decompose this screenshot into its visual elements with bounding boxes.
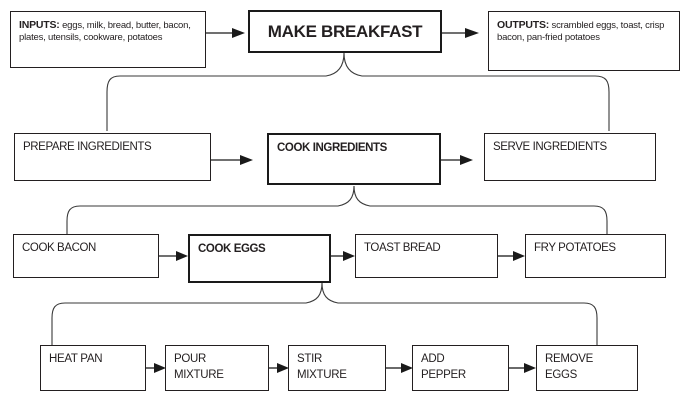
arrow-heat-pan-to-pour-mixture: [146, 363, 166, 373]
outputs-box: OUTPUTS: scrambled eggs, toast, crisp ba…: [488, 11, 680, 71]
pour-mixture-label: POUR MIXTURE: [166, 346, 232, 383]
arrow-make-breakfast-to-outputs: [442, 28, 479, 38]
add-pepper-label: ADD PEPPER: [413, 346, 474, 383]
prepare-ingredients-box[interactable]: PREPARE INGREDIENTS: [14, 133, 211, 181]
remove-eggs-line2: EGGS: [545, 368, 578, 381]
serve-ingredients-label: SERVE INGREDIENTS: [493, 141, 607, 153]
prepare-ingredients-label: PREPARE INGREDIENTS: [23, 141, 152, 153]
stir-mixture-line2: MIXTURE: [297, 368, 347, 381]
cook-bacon-label: COOK BACON: [22, 242, 96, 254]
remove-eggs-line1: REMOVE: [545, 353, 594, 365]
cook-bacon-box[interactable]: COOK BACON: [13, 234, 159, 278]
serve-ingredients-box[interactable]: SERVE INGREDIENTS: [484, 133, 656, 181]
heat-pan-box[interactable]: HEAT PAN: [40, 345, 146, 391]
toast-bread-label: TOAST BREAD: [364, 242, 441, 254]
make-breakfast-box[interactable]: MAKE BREAKFAST: [248, 10, 442, 53]
inputs-box: INPUTS: eggs, milk, bread, butter, bacon…: [10, 11, 206, 68]
pour-mixture-box[interactable]: POUR MIXTURE: [165, 345, 269, 391]
add-pepper-box[interactable]: ADD PEPPER: [412, 345, 509, 391]
cook-eggs-label: COOK EGGS: [198, 243, 266, 255]
heat-pan-label: HEAT PAN: [41, 346, 110, 368]
pour-mixture-line1: POUR: [174, 353, 207, 365]
fry-potatoes-box[interactable]: FRY POTATOES: [525, 234, 666, 278]
arrow-stir-mixture-to-add-pepper: [386, 363, 413, 373]
remove-eggs-label: REMOVE EGGS: [537, 346, 601, 383]
decomposition-brace-cook-ingredients: [66, 185, 608, 234]
outputs-label: OUTPUTS: scrambled eggs, toast, crisp ba…: [489, 12, 679, 44]
stir-mixture-label: STIR MIXTURE: [289, 346, 355, 383]
outputs-heading: OUTPUTS:: [497, 19, 550, 31]
fry-potatoes-label: FRY POTATOES: [534, 242, 616, 254]
add-pepper-line2: PEPPER: [421, 368, 466, 381]
inputs-label: INPUTS: eggs, milk, bread, butter, bacon…: [11, 12, 205, 44]
arrow-cook-bacon-to-cook-eggs: [159, 251, 188, 261]
add-pepper-line1: ADD: [421, 353, 445, 365]
remove-eggs-box[interactable]: REMOVE EGGS: [536, 345, 638, 391]
toast-bread-box[interactable]: TOAST BREAD: [355, 234, 498, 278]
make-breakfast-label: MAKE BREAKFAST: [267, 21, 423, 41]
inputs-body: eggs, milk, bread, butter, bacon, plates…: [19, 20, 191, 44]
cook-ingredients-box[interactable]: COOK INGREDIENTS: [267, 133, 441, 185]
outputs-body: scrambled eggs, toast, crisp bacon, pan-…: [497, 20, 665, 44]
pour-mixture-line2: MIXTURE: [174, 368, 224, 381]
arrow-add-pepper-to-remove-eggs: [509, 363, 536, 373]
heat-pan-line1: HEAT PAN: [49, 353, 103, 365]
arrow-pour-mixture-to-stir-mixture: [269, 363, 289, 373]
arrow-cook-eggs-to-toast-bread: [331, 251, 355, 261]
arrow-inputs-to-make-breakfast: [206, 28, 245, 38]
stir-mixture-box[interactable]: STIR MIXTURE: [288, 345, 386, 391]
decomposition-brace-cook-eggs: [51, 282, 598, 345]
inputs-heading: INPUTS:: [19, 19, 60, 31]
cook-ingredients-label: COOK INGREDIENTS: [277, 142, 387, 154]
stir-mixture-line1: STIR: [297, 353, 322, 365]
arrow-toast-bread-to-fry-potatoes: [498, 251, 525, 261]
cook-eggs-box[interactable]: COOK EGGS: [188, 234, 331, 283]
arrow-prepare-to-cook: [211, 155, 253, 165]
arrow-cook-to-serve: [441, 155, 473, 165]
